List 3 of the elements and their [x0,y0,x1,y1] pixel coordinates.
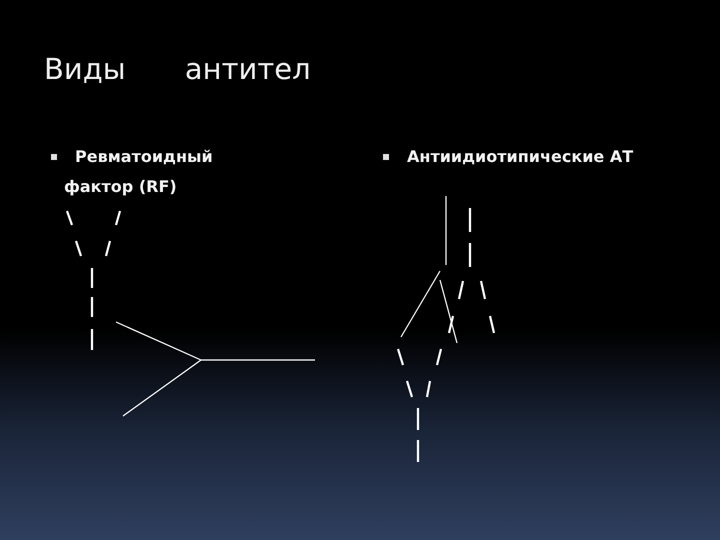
bullet-text: Антиидиотипические АТ [406,146,634,168]
bullet-text: Ревматоидный фактор (RF) [64,146,214,198]
slide-title: Виды антител [44,52,311,86]
